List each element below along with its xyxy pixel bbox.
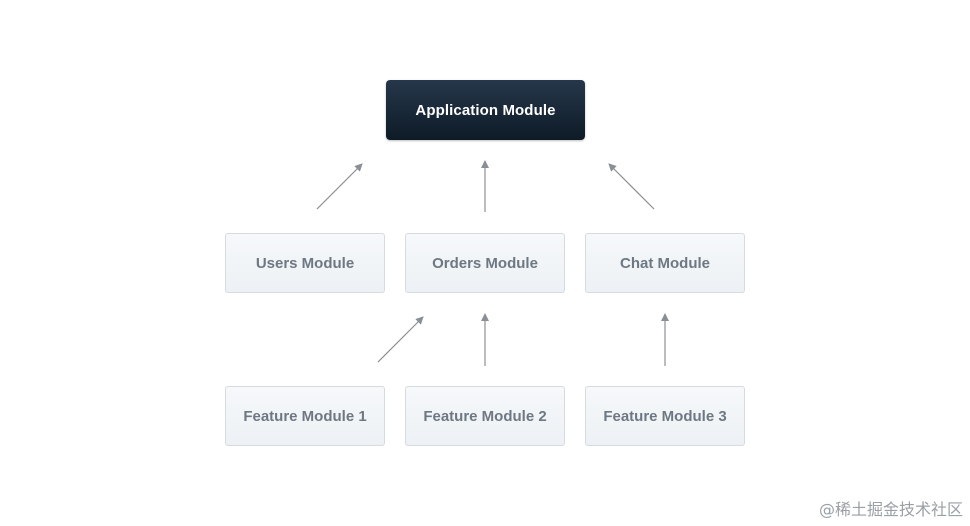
application-module-node: Application Module [386, 80, 585, 140]
feature-module-1-node: Feature Module 1 [225, 386, 385, 446]
edge-feature1-to-orders [377, 316, 424, 363]
chat-module-node: Chat Module [585, 233, 745, 293]
orders-module-node: Orders Module [405, 233, 565, 293]
feature-module-3-node: Feature Module 3 [585, 386, 745, 446]
users-module-node: Users Module [225, 233, 385, 293]
edge-users-to-application [316, 163, 363, 210]
edge-chat-to-application [608, 163, 655, 210]
watermark: @稀土掘金技术社区 [818, 500, 963, 519]
feature-module-2-node: Feature Module 2 [405, 386, 565, 446]
